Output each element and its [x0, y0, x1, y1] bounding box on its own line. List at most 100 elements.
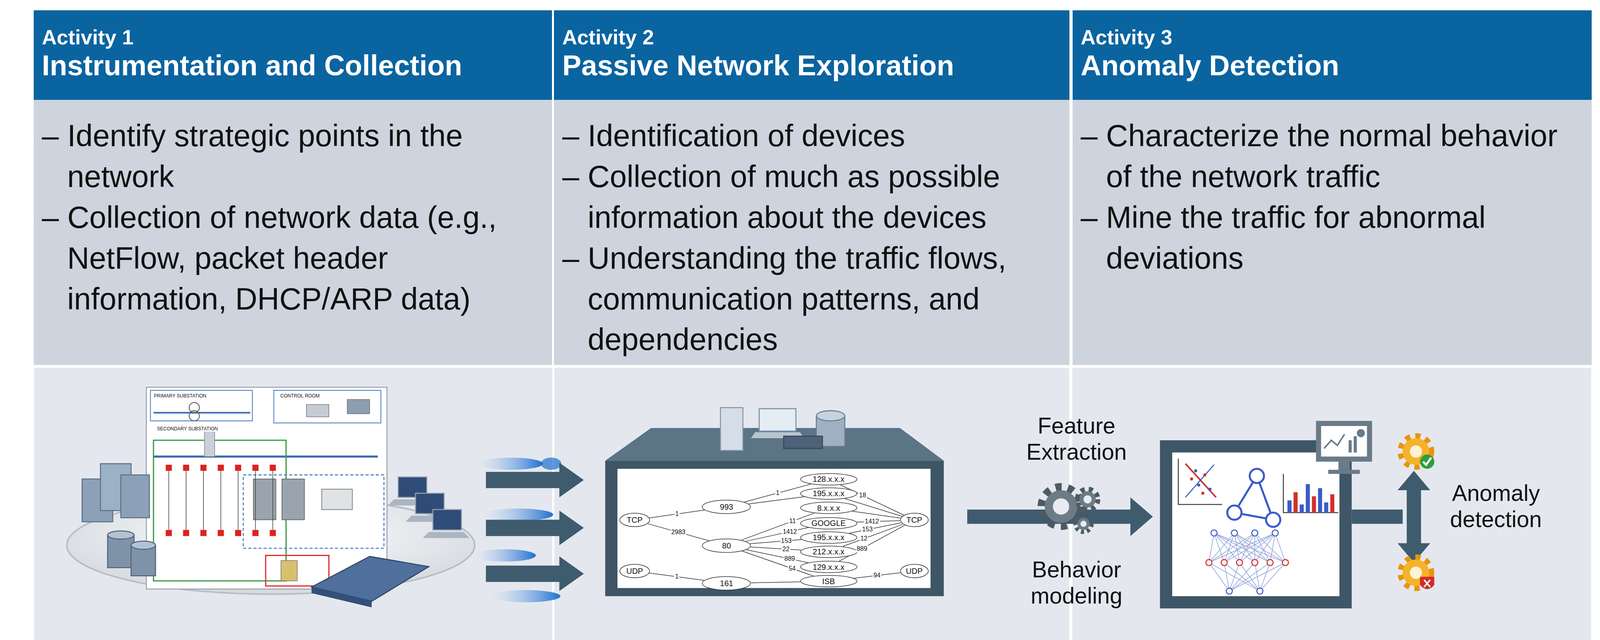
server-stacks-part [130, 541, 156, 550]
analysis-board-part [1197, 483, 1201, 487]
activity-number: Activity 1 [41, 25, 134, 50]
graph-node: 195.x.x.x [800, 531, 858, 545]
neural-link [1275, 533, 1286, 564]
neural-link [1234, 533, 1240, 564]
neural-node [1211, 530, 1217, 537]
server-stacks-part [107, 531, 135, 540]
node-text: GOOGLE [811, 519, 846, 528]
neural-link [1209, 533, 1235, 564]
node-text: UDP [626, 567, 643, 576]
device-house-part [783, 436, 823, 449]
drawing-label: CONTROL ROOM [279, 393, 321, 400]
graph-edge [746, 527, 809, 542]
node-text: 8.x.x.x [817, 504, 841, 513]
edge-label: 18 [858, 492, 867, 500]
activity-title: Passive Network Exploration [562, 49, 955, 82]
neural-link [1224, 563, 1230, 592]
substation-drawing-part [165, 465, 276, 537]
status-gears-part [1419, 454, 1435, 470]
data-flow-arrows-part [540, 457, 562, 471]
panel-background [34, 367, 1592, 640]
ellipse-shape [900, 513, 929, 527]
node-text: ISB [822, 577, 835, 586]
breaker-symbol [252, 465, 259, 472]
status-gears-part [1423, 457, 1432, 466]
analysis-board-part [1266, 513, 1281, 528]
bullet-item: – Mine the traffic for abnormal deviatio… [1080, 197, 1586, 279]
bar-chart-bar [1311, 496, 1316, 513]
activity-title: Anomaly Detection [1080, 49, 1340, 82]
ellipse-shape [800, 517, 857, 530]
graph-node: 128.x.x.x [800, 473, 858, 486]
laptops [388, 477, 470, 539]
panel-background-part [554, 367, 1070, 640]
graph-edge [852, 511, 901, 519]
status-gears [1400, 436, 1435, 590]
neural-link [1214, 533, 1240, 564]
activity-body: – Characterize the normal behavior of th… [1080, 115, 1586, 279]
drawing-label: SECONDARY SUBSTATION [156, 426, 219, 433]
analysis-board-part [1287, 484, 1335, 514]
data-flow-arrows-part [490, 590, 561, 603]
breaker-symbol [252, 530, 259, 537]
device-house-part [759, 408, 797, 432]
analysis-board-part [1283, 474, 1339, 514]
device-house [605, 408, 944, 597]
node-text: 993 [720, 503, 734, 512]
ellipse-shape [800, 546, 857, 558]
graph-node: TCP [900, 513, 929, 528]
neural-link [1254, 533, 1256, 564]
data-flow-arrows-part [483, 508, 554, 522]
bar-chart-bar [1305, 484, 1310, 514]
edge-label: 1 [674, 573, 680, 581]
breaker-symbol [269, 465, 276, 472]
neural-link [1209, 533, 1215, 564]
analysis-board-part [1227, 505, 1242, 521]
substation-drawing-part [306, 404, 330, 418]
substation-drawing-part [321, 489, 353, 510]
neural-node [1205, 559, 1212, 566]
device-house-part [720, 408, 744, 451]
status-gears-part [1409, 445, 1422, 458]
substation-drawing-part [243, 475, 384, 549]
substation-drawing-part [253, 479, 276, 521]
server-stacks-part [120, 475, 150, 518]
ellipse-shape [800, 532, 857, 544]
decision-arrows [1351, 471, 1431, 563]
activity-column: Activity 3Anomaly Detection– Characteriz… [1072, 10, 1593, 366]
ellipse-shape [800, 561, 857, 573]
graph-node: ISB [800, 575, 858, 588]
graph-edge [746, 549, 809, 564]
ellipse-shape [619, 564, 650, 579]
breaker-symbol [183, 530, 190, 537]
graph-node: 161 [701, 576, 752, 591]
edge-label: 1412 [864, 518, 880, 526]
feeder-line [185, 471, 187, 531]
substation-drawing-part [153, 456, 378, 458]
substation-drawing-part [281, 560, 298, 581]
activity-body: – Identify strategic points in the netwo… [41, 115, 546, 320]
substation-drawing-part [281, 479, 305, 521]
analysis-board-part [1178, 458, 1223, 505]
ellipse-shape [800, 488, 857, 500]
neural-link [1239, 533, 1276, 564]
analysis-board-part [1205, 530, 1289, 595]
gear-icon [1041, 487, 1098, 533]
substation-drawing-part [189, 410, 200, 422]
bar-chart-bar [1299, 504, 1304, 514]
breaker-symbol [183, 465, 190, 472]
node-text: 80 [722, 542, 731, 550]
bar-chart-bar [1318, 488, 1323, 514]
graph-edge [750, 540, 802, 545]
device-house-part [605, 428, 944, 461]
breaker-symbol [235, 530, 242, 537]
edge-label: 889 [783, 555, 796, 563]
status-gears-part [1423, 580, 1430, 588]
data-flow-arrows-part [485, 556, 584, 592]
substation-drawing-part [153, 412, 251, 414]
monitor-icon-part [1348, 440, 1352, 453]
neural-node [1272, 530, 1279, 537]
graph-edge [649, 510, 705, 519]
feeder-line [254, 471, 256, 531]
step-label: Anomaly detection [1435, 480, 1557, 533]
